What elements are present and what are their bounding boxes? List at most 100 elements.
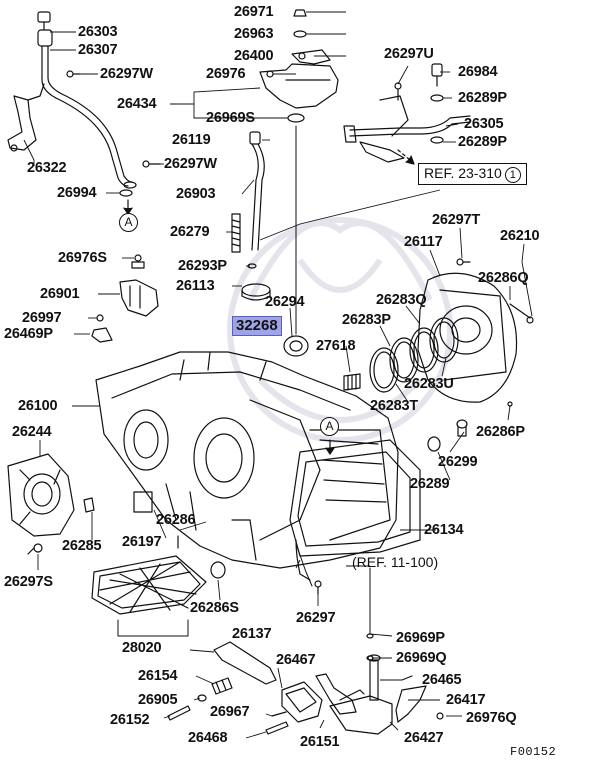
dipstick-assembly: [7, 11, 161, 197]
label-26901[interactable]: 26901: [40, 286, 80, 302]
label-26285[interactable]: 26285: [62, 538, 102, 554]
label-26134[interactable]: 26134: [424, 522, 464, 538]
label-26467[interactable]: 26467: [276, 652, 316, 668]
transmission-case: [95, 351, 399, 569]
label-26307[interactable]: 26307: [78, 42, 118, 58]
label-26969p[interactable]: 26969P: [396, 630, 445, 646]
marker-a-upper: A: [119, 213, 138, 232]
label-26286[interactable]: 26286: [156, 512, 196, 528]
label-26322[interactable]: 26322: [27, 160, 67, 176]
label-26197[interactable]: 26197: [122, 534, 162, 550]
label-26427[interactable]: 26427: [404, 730, 444, 746]
label-26283u[interactable]: 26283U: [404, 376, 454, 392]
label-26283p[interactable]: 26283P: [342, 312, 391, 328]
watermark-emblem: [227, 217, 453, 443]
label-26400[interactable]: 26400: [234, 48, 274, 64]
label-26119[interactable]: 26119: [172, 132, 211, 148]
label-26468[interactable]: 26468: [188, 730, 228, 746]
cable-bracket: [91, 254, 159, 343]
label-26289p-upper[interactable]: 26289P: [458, 90, 507, 106]
label-26210[interactable]: 26210: [500, 228, 540, 244]
label-26469p[interactable]: 26469P: [4, 326, 53, 342]
inhibitor-switch-assembly: [259, 9, 339, 123]
spring-part: [231, 213, 241, 253]
label-26137[interactable]: 26137: [232, 626, 272, 642]
oil-pump-housing: [417, 258, 534, 407]
label-26976s[interactable]: 26976S: [58, 250, 107, 266]
label-26297s[interactable]: 26297S: [4, 574, 53, 590]
label-26297t[interactable]: 26297T: [432, 212, 480, 228]
label-26151[interactable]: 26151: [300, 734, 340, 750]
oil-pan: [289, 439, 421, 557]
label-26303[interactable]: 26303: [78, 24, 118, 40]
ref-23-310-circled-number: 1: [504, 167, 521, 183]
ring-26286s: [210, 561, 226, 579]
label-26434[interactable]: 26434: [117, 96, 157, 112]
highlighted-part-32268[interactable]: 32268: [232, 316, 282, 336]
plug-26299: [456, 419, 468, 429]
label-26297u[interactable]: 26297U: [384, 46, 434, 62]
label-26969q[interactable]: 26969Q: [396, 650, 447, 666]
pin-26152: [167, 705, 191, 721]
label-26305[interactable]: 26305: [464, 116, 504, 132]
label-26465[interactable]: 26465: [422, 672, 462, 688]
label-26969s[interactable]: 26969S: [206, 110, 255, 126]
label-26154[interactable]: 26154: [138, 668, 178, 684]
label-26903[interactable]: 26903: [176, 186, 216, 202]
label-26299[interactable]: 26299: [438, 454, 478, 470]
label-26905[interactable]: 26905: [138, 692, 178, 708]
converter-housing: [7, 453, 75, 537]
bushing-26905: [197, 694, 207, 702]
manual-lever-26427: [329, 654, 393, 735]
label-26976q[interactable]: 26976Q: [466, 710, 517, 726]
label-26297w-lower[interactable]: 26297W: [164, 156, 217, 172]
label-26297w-upper[interactable]: 26297W: [100, 66, 153, 82]
label-26967[interactable]: 26967: [210, 704, 250, 720]
label-26297[interactable]: 26297: [296, 610, 336, 626]
label-26417[interactable]: 26417: [446, 692, 486, 708]
label-26244[interactable]: 26244: [12, 424, 52, 440]
washer-26289: [427, 436, 441, 452]
label-26100[interactable]: 26100: [18, 398, 58, 414]
label-26289p-lower[interactable]: 26289P: [458, 134, 507, 150]
label-26152[interactable]: 26152: [110, 712, 150, 728]
label-28020[interactable]: 28020: [122, 640, 162, 656]
label-26971[interactable]: 26971: [234, 4, 274, 20]
label-26286q[interactable]: 26286Q: [478, 270, 529, 286]
label-26286p[interactable]: 26286P: [476, 424, 525, 440]
label-26994[interactable]: 26994: [57, 185, 97, 201]
spring-27618: [343, 373, 361, 391]
label-26283t[interactable]: 26283T: [370, 398, 418, 414]
label-26286s[interactable]: 26286S: [190, 600, 239, 616]
bolt-26976q: [436, 712, 444, 720]
label-26997[interactable]: 26997: [22, 310, 62, 326]
label-26976[interactable]: 26976: [206, 66, 246, 82]
label-26113[interactable]: 26113: [176, 278, 215, 294]
seal-26294: [283, 335, 309, 357]
label-26293p[interactable]: 26293P: [178, 258, 227, 274]
detent-lever-26137: [213, 641, 277, 685]
label-26963[interactable]: 26963: [234, 26, 274, 42]
marker-a-lower: A: [320, 417, 339, 436]
ref-11-100-text[interactable]: (REF. 11-100): [352, 554, 439, 570]
label-26283q[interactable]: 26283Q: [376, 292, 427, 308]
label-26289[interactable]: 26289: [410, 476, 450, 492]
label-26117[interactable]: 26117: [404, 234, 443, 250]
label-26279[interactable]: 26279: [170, 224, 210, 240]
sealing-rings: [369, 317, 459, 393]
clip-26967: [271, 711, 287, 717]
label-27618[interactable]: 27618: [316, 338, 356, 354]
cover-26467: [281, 681, 323, 723]
pin-26468: [265, 721, 289, 735]
bolt-26297s: [33, 543, 43, 553]
pin-26285: [83, 497, 95, 513]
oil-strainer: [91, 555, 207, 615]
bolt-26297: [314, 580, 322, 588]
breather-hose: [249, 131, 265, 251]
label-26984[interactable]: 26984: [458, 64, 498, 80]
label-26294[interactable]: 26294: [265, 294, 305, 310]
ref-23-310-text: REF. 23-310: [424, 165, 502, 181]
